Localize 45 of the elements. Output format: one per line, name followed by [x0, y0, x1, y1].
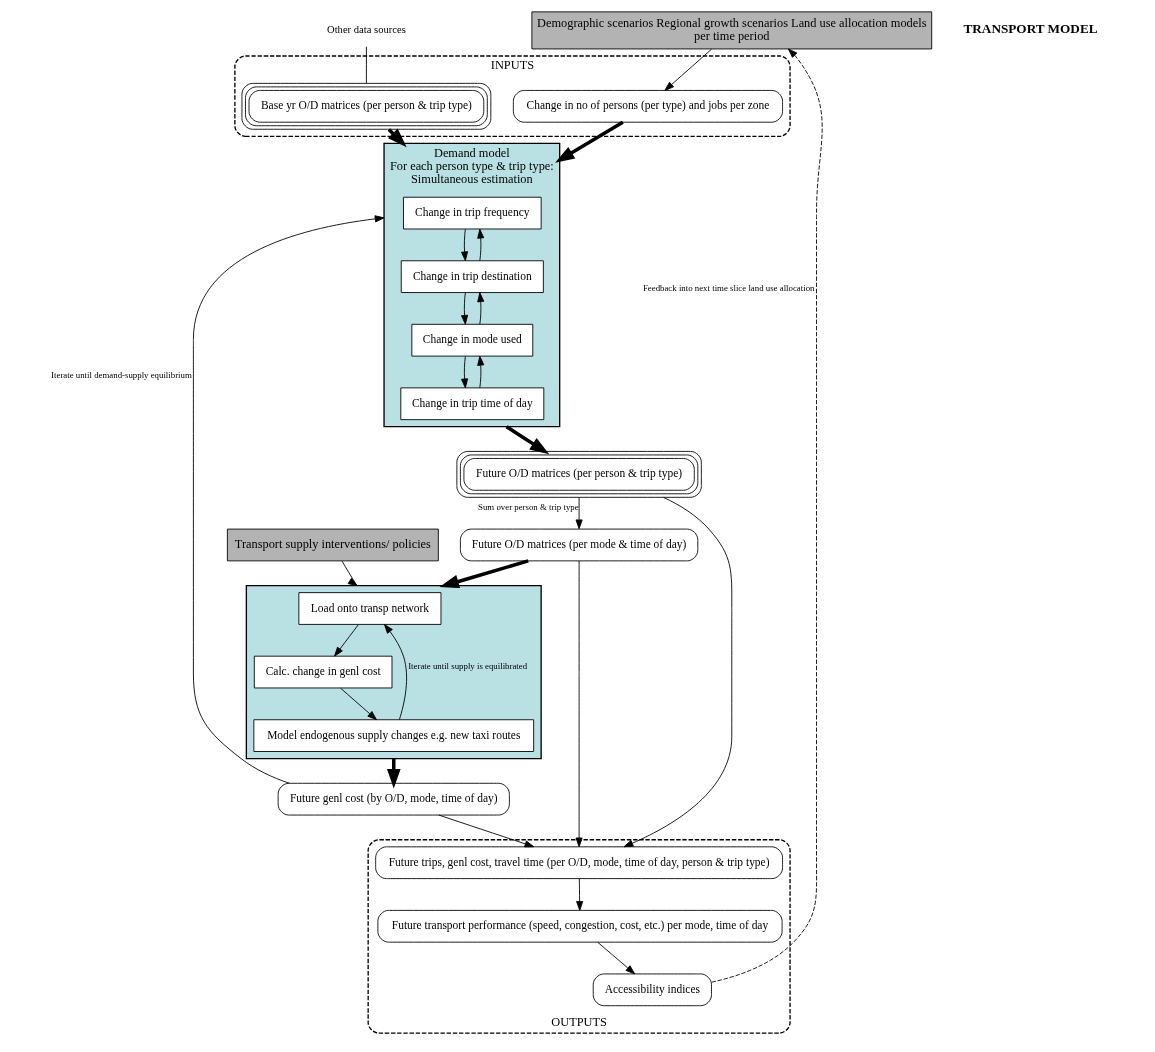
node-box: Change in trip destination: [400, 260, 544, 293]
edge-label: Feedback into next time slice land use allocation: [642, 283, 814, 293]
node-box: Model endogenous supply changes e.g. new taxi routes: [252, 719, 534, 752]
arrow: [333, 624, 359, 657]
arrow: [623, 496, 732, 848]
arrow: [505, 425, 549, 455]
node-box: Future genl cost (by O/D, mode, time of day): [277, 782, 510, 816]
node-box: Change in no of persons (per type) and jobs per zone: [512, 90, 783, 123]
node-text: Other data sources: [326, 24, 406, 36]
arrow: [710, 48, 823, 983]
cluster: [245, 584, 542, 760]
arrow: [383, 624, 407, 721]
node-box: Calc. change in genl cost: [253, 655, 392, 689]
node-box: Demographic scenarios Regional growth scenarios Land use allocation models per time period: [530, 11, 932, 50]
arrow: [341, 560, 358, 587]
arrow: [386, 758, 401, 789]
arrow: [596, 941, 635, 975]
arrow: [575, 878, 583, 911]
node-box: Future O/D matrices (per mode & time of day): [459, 528, 698, 562]
arrow: [460, 355, 468, 389]
node-box: Future trips, genl cost, travel time (per O/D, mode, time of day, person & trip type): [374, 846, 783, 880]
arrow: [476, 355, 484, 389]
edge-label: Sum over person & trip type: [477, 502, 579, 513]
arrow: [339, 687, 377, 721]
label: TRANSPORT MODEL: [962, 20, 1098, 36]
node-box: Change in trip time of day: [399, 387, 544, 421]
arrow: [460, 228, 468, 262]
node-box: Change in trip frequency: [402, 196, 542, 230]
arrow: [575, 560, 583, 848]
arrow: [575, 496, 583, 530]
arrow: [476, 292, 484, 325]
connector: [365, 46, 367, 84]
arrow: [554, 120, 624, 163]
node-box: Transport supply interventions/ policies: [226, 528, 439, 562]
arrow: [437, 814, 534, 848]
arrow: [192, 215, 384, 784]
arrow: [664, 48, 712, 91]
edge-label: Iterate until supply is equilibrated: [407, 660, 527, 671]
node-box: Accessibility indices: [592, 973, 712, 1007]
arrow: [476, 228, 484, 262]
node-box: Future transport performance (speed, congestion, cost, etc.) per mode, time of day: [376, 909, 783, 943]
edge-label: Iterate until demand-supply equilibrium: [50, 370, 192, 381]
arrow: [460, 292, 468, 325]
node-box: Load onto transp network: [297, 592, 441, 625]
node-box: Change in mode used: [410, 323, 533, 357]
